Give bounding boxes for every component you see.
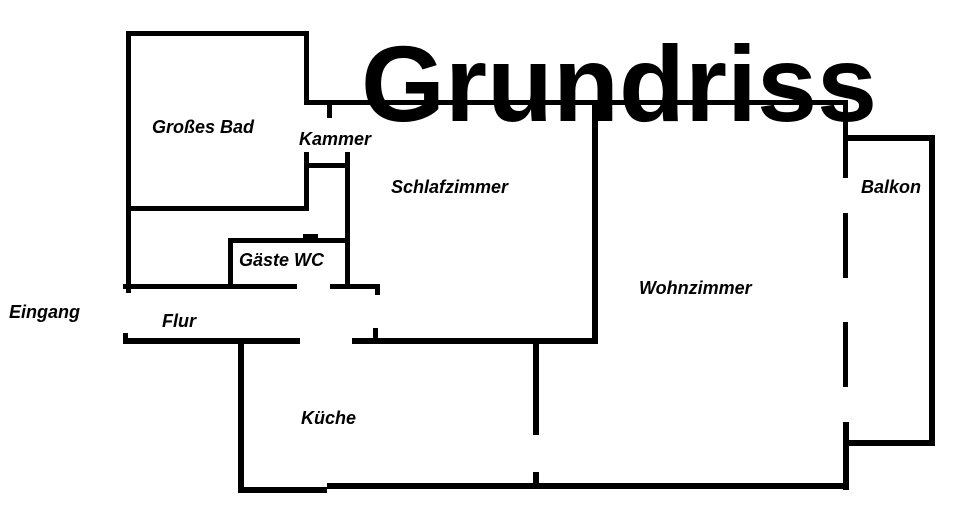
wall-segment	[126, 31, 309, 36]
wall-segment	[304, 100, 848, 105]
room-label-schlafzimmer: Schlafzimmer	[391, 177, 509, 197]
wall-segment	[123, 284, 297, 289]
wall-segment	[123, 338, 300, 344]
wall-segment	[304, 152, 309, 211]
room-label-gaeste-wc: Gäste WC	[239, 250, 325, 270]
wall-segment	[238, 344, 244, 492]
room-label-kammer: Kammer	[299, 129, 372, 149]
wall-segment	[327, 105, 332, 118]
wall-segment	[228, 238, 350, 243]
room-label-wohnzimmer: Wohnzimmer	[639, 278, 752, 298]
wall-segment	[843, 422, 849, 490]
wall-segment	[303, 234, 318, 238]
room-label-flur: Flur	[162, 311, 196, 331]
room-label-grosses-bad: Großes Bad	[152, 117, 255, 137]
wall-segment	[330, 284, 380, 289]
wall-segment	[929, 135, 935, 446]
wall-segment	[592, 100, 598, 344]
plan-title: Grundriss	[361, 23, 878, 144]
wall-segment	[843, 322, 848, 387]
room-label-kueche: Küche	[301, 408, 357, 428]
wall-segment	[843, 213, 848, 278]
room-label-balkon: Balkon	[861, 177, 922, 197]
room-label-eingang: Eingang	[9, 302, 80, 322]
wall-segment	[126, 31, 131, 293]
wall-segment	[345, 152, 350, 289]
wall-segment	[843, 440, 935, 446]
wall-segment	[533, 344, 539, 435]
wall-segment	[304, 31, 309, 105]
wall-segment	[238, 487, 327, 493]
wall-segment	[373, 328, 378, 338]
wall-segment	[327, 483, 849, 489]
wall-segment	[533, 472, 539, 483]
wall-segment	[304, 163, 350, 168]
wall-segment	[228, 238, 233, 289]
wall-segment	[843, 100, 848, 178]
wall-segment	[126, 206, 309, 211]
wall-segment	[352, 338, 598, 344]
wall-segment	[375, 284, 380, 295]
wall-segment	[843, 135, 935, 141]
